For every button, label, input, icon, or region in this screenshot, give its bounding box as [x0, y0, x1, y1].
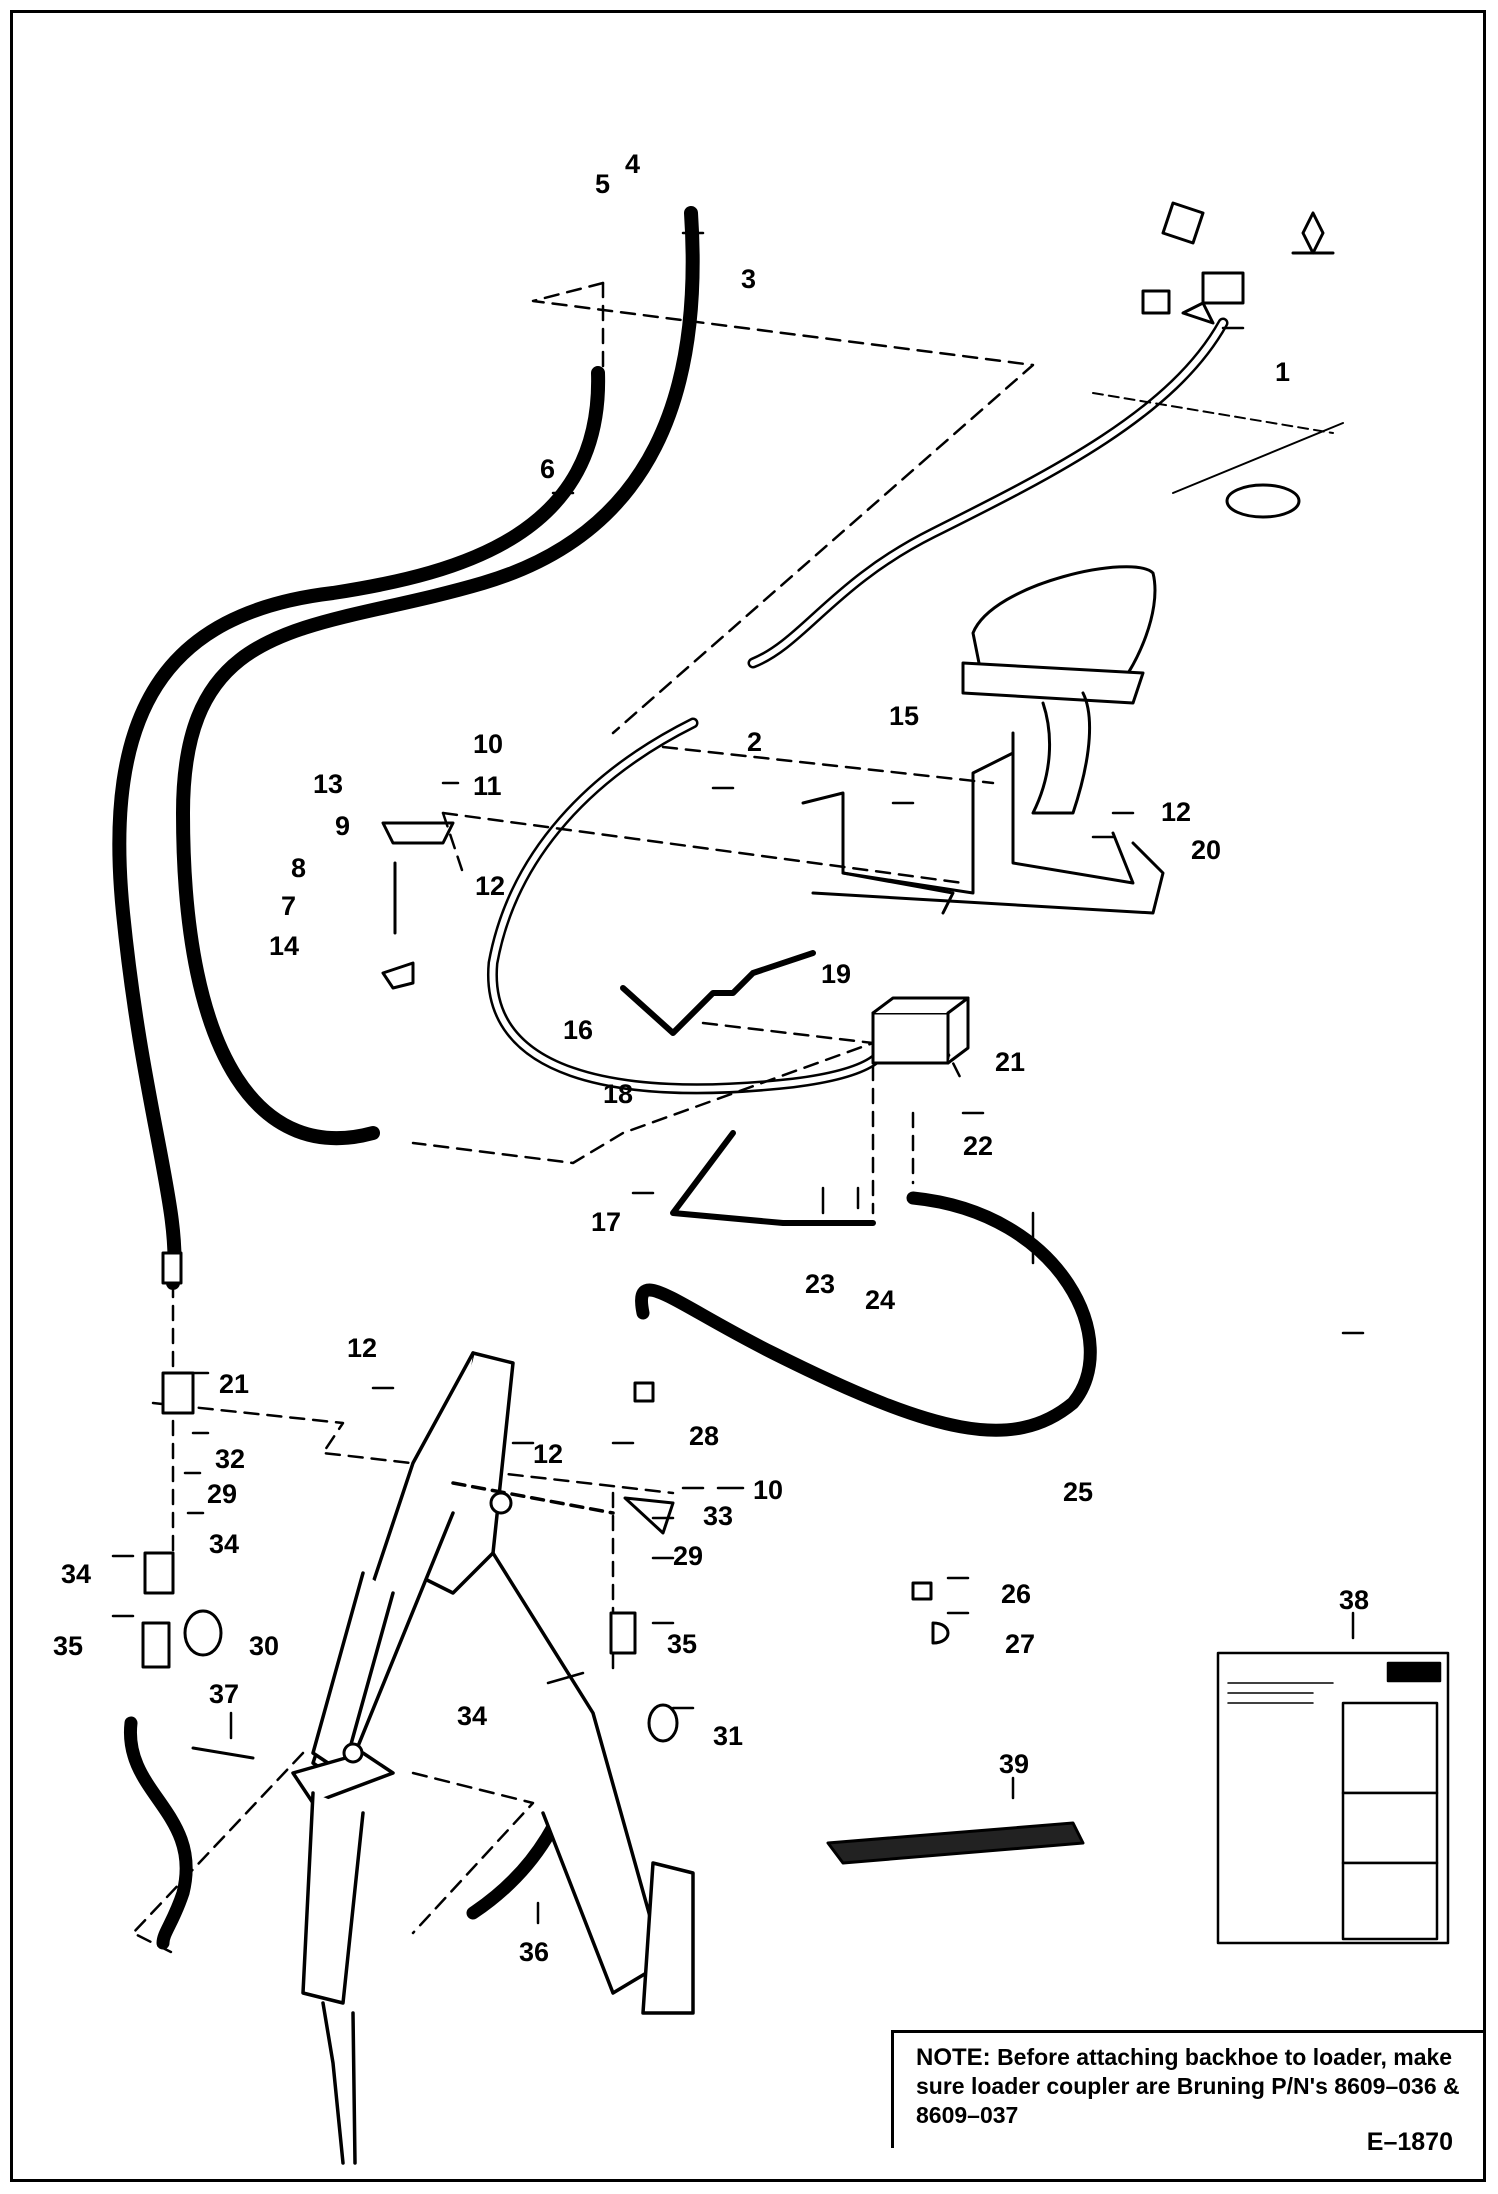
- callout-21a: 21: [995, 1047, 1025, 1077]
- callout-12d: 12: [533, 1439, 563, 1469]
- instruction-card-title: INSTRUCTIONS: [1253, 1667, 1328, 1678]
- callout-12b: 12: [475, 871, 505, 901]
- callout-12a: 12: [1161, 797, 1191, 827]
- backhoe-boom: [291, 1351, 695, 2165]
- callout-30: 30: [249, 1631, 279, 1661]
- quick-coupler-parts: [1141, 201, 1335, 325]
- callout-labels: 1 2 3 4 5 6 7 8 9 10 11 12 12 12 12 13 1…: [53, 149, 1369, 1967]
- callout-38: 38: [1339, 1585, 1369, 1615]
- hose-left-bottom: [123, 1716, 193, 1950]
- callout-29b: 29: [673, 1541, 703, 1571]
- callout-35a: 35: [53, 1631, 83, 1661]
- callout-15: 15: [889, 701, 919, 731]
- decal-39: [826, 1821, 1085, 1865]
- callout-5: 5: [595, 169, 610, 199]
- callout-6: 6: [540, 454, 555, 484]
- callout-10b: 10: [753, 1475, 783, 1505]
- callout-34c: 34: [457, 1701, 487, 1731]
- callout-14: 14: [269, 931, 299, 961]
- note-lead: NOTE:: [916, 2044, 991, 2071]
- operator-seat: [961, 565, 1157, 885]
- callout-10: 10: [473, 729, 503, 759]
- callout-13: 13: [313, 769, 343, 799]
- hose-6: [112, 366, 606, 1290]
- hose-25: [635, 1191, 1097, 1437]
- callout-17: 17: [591, 1207, 621, 1237]
- middle-fittings: [609, 1381, 950, 1743]
- callout-35b: 35: [667, 1629, 697, 1659]
- callout-7: 7: [281, 891, 296, 921]
- callout-20: 20: [1191, 835, 1221, 865]
- callout-4: 4: [625, 149, 640, 179]
- callout-37: 37: [209, 1679, 239, 1709]
- diagram-frame: 1 2 3 4 5 6 7 8 9 10 11 12 12 12 12 13 1…: [10, 10, 1486, 2182]
- callout-21b: 21: [219, 1369, 249, 1399]
- callout-34a: 34: [209, 1529, 239, 1559]
- callout-29a: 29: [207, 1479, 237, 1509]
- hose-2: [487, 717, 891, 1095]
- note-box: NOTE: Before attaching backhoe to loader…: [891, 2030, 1484, 2148]
- callout-16: 16: [563, 1015, 593, 1045]
- callout-34b: 34: [61, 1559, 91, 1589]
- callout-11: 11: [473, 771, 502, 801]
- seat-platform: [801, 392, 1344, 915]
- callout-3: 3: [741, 264, 756, 294]
- tube-16: [620, 950, 816, 1036]
- callout-33: 33: [703, 1501, 733, 1531]
- left-fittings: [141, 1251, 255, 1760]
- callout-26: 26: [1001, 1579, 1031, 1609]
- drawing-number: E–1870: [1366, 2128, 1453, 2156]
- hose-3: [176, 206, 700, 1146]
- callout-25: 25: [1063, 1477, 1093, 1507]
- callout-36: 36: [519, 1937, 549, 1967]
- gauge-disc: [1225, 483, 1301, 519]
- callout-22: 22: [963, 1131, 993, 1161]
- valve-block: [871, 996, 970, 1065]
- callout-27: 27: [1005, 1629, 1035, 1659]
- callout-2: 2: [747, 727, 762, 757]
- callout-1: 1: [1275, 357, 1290, 387]
- callout-32: 32: [215, 1444, 245, 1474]
- instruction-card: [1216, 1651, 1450, 1945]
- callout-9: 9: [335, 811, 350, 841]
- callout-31: 31: [713, 1721, 743, 1751]
- callout-18: 18: [603, 1079, 633, 1109]
- callout-24: 24: [865, 1285, 895, 1315]
- callout-19: 19: [821, 959, 851, 989]
- callout-28: 28: [689, 1421, 719, 1451]
- callout-12c: 12: [347, 1333, 377, 1363]
- exploded-parts-diagram: 1 2 3 4 5 6 7 8 9 10 11 12 12 12 12 13 1…: [53, 149, 1450, 2165]
- bracket-9: [381, 821, 455, 990]
- callout-23: 23: [805, 1269, 835, 1299]
- callout-39: 39: [999, 1749, 1029, 1779]
- tube-17: [670, 1130, 876, 1226]
- note-text: Before attaching backhoe to loader, make…: [916, 2044, 1460, 2128]
- callout-8: 8: [291, 853, 306, 883]
